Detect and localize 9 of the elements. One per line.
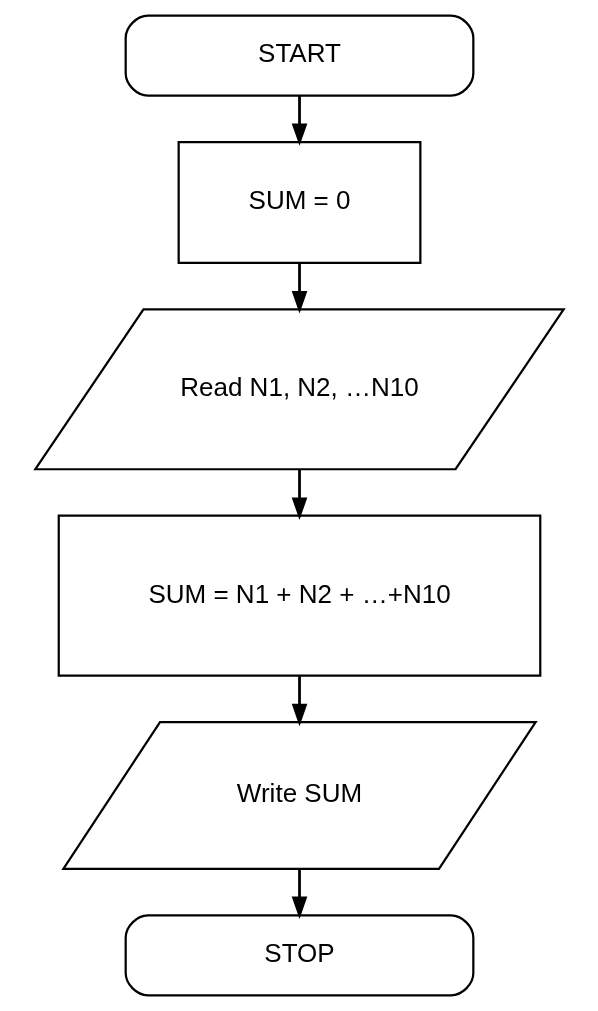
arrow	[291, 676, 307, 727]
node-box: SUM = 0	[177, 140, 421, 264]
arrow	[291, 869, 307, 919]
arrow	[291, 469, 307, 520]
node-box: START	[124, 14, 474, 97]
node-box: SUM = N1 + N2 + …+N10	[57, 514, 541, 677]
node-box: STOP	[124, 914, 474, 997]
arrow	[291, 95, 307, 146]
arrow	[291, 263, 307, 314]
